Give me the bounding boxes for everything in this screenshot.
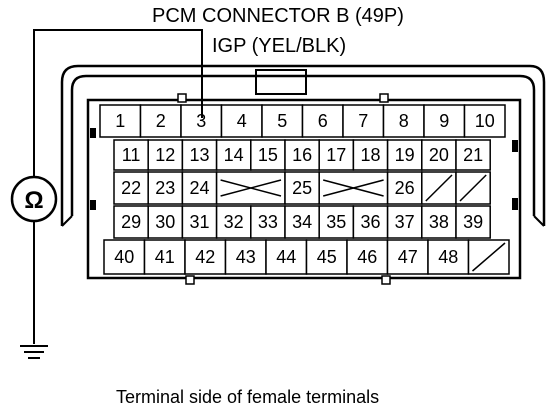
terminal-cell (455, 205, 491, 239)
terminal-number: 15 (258, 145, 278, 165)
terminal-number: 36 (360, 212, 380, 232)
terminal-cell (284, 171, 320, 205)
terminal-number: 26 (395, 178, 415, 198)
terminal-cell (143, 239, 186, 275)
terminal-cell (147, 171, 184, 205)
connector-title: PCM CONNECTOR B (49P) (152, 5, 404, 27)
terminal-cell (139, 104, 182, 138)
terminal-cell (421, 205, 457, 239)
terminal-number: 23 (155, 178, 175, 198)
terminal-cell (215, 205, 252, 239)
terminal-number: 45 (317, 247, 337, 267)
terminal-number: 17 (326, 145, 346, 165)
terminal-number: 35 (326, 212, 346, 232)
terminal-cell (463, 104, 506, 138)
terminal-number: 1 (115, 111, 125, 131)
terminal-number: 10 (475, 111, 495, 131)
terminal-number: 46 (357, 247, 377, 267)
terminal-cell (421, 139, 457, 171)
terminal-number: 43 (236, 247, 256, 267)
terminal-number: 32 (224, 212, 244, 232)
terminal-number: 6 (318, 111, 328, 131)
terminal-cell (301, 104, 344, 138)
terminal-number: 7 (358, 111, 368, 131)
terminal-cell (181, 139, 218, 171)
terminal-cell (215, 139, 252, 171)
terminal-cell (284, 205, 320, 239)
terminal-cell (147, 205, 184, 239)
terminal-number: 41 (155, 247, 175, 267)
terminal-cell (352, 205, 389, 239)
terminal-cell (318, 139, 355, 171)
terminal-number: 22 (121, 178, 141, 198)
terminal-number: 39 (463, 212, 483, 232)
unused-terminal-cross (220, 179, 282, 197)
terminal-number: 29 (121, 212, 141, 232)
terminal-number: 24 (189, 178, 209, 198)
probe-wire (33, 29, 203, 344)
terminal-number: 8 (399, 111, 409, 131)
terminal-cell (427, 239, 470, 275)
terminal-cell (147, 139, 184, 171)
terminal-cell (181, 171, 218, 205)
terminal-cell (250, 205, 286, 239)
terminal-number: 13 (189, 145, 209, 165)
ohmmeter-icon: Ω (10, 175, 58, 223)
terminal-number: 19 (395, 145, 415, 165)
diagram-caption: Terminal side of female terminals (116, 387, 379, 407)
terminal-cell (423, 104, 466, 138)
terminal-cell (265, 239, 308, 275)
terminal-number: 48 (438, 247, 458, 267)
unused-terminal-slash (459, 174, 487, 202)
connector-face (86, 93, 522, 285)
terminal-number: 31 (189, 212, 209, 232)
unused-terminal-slash (472, 242, 506, 272)
terminal-number: 18 (360, 145, 380, 165)
terminal-number: 2 (156, 111, 166, 131)
terminal-number: 44 (276, 247, 296, 267)
terminal-cell (113, 139, 149, 171)
terminal-cell (305, 239, 348, 275)
terminal-number: 34 (292, 212, 312, 232)
wire-label: IGP (YEL/BLK) (212, 35, 346, 57)
unused-terminal-cross (323, 179, 384, 197)
terminal-number: 25 (292, 178, 312, 198)
terminal-number: 42 (195, 247, 215, 267)
connector-housing (60, 64, 546, 227)
terminal-number: 5 (277, 111, 287, 131)
ohmmeter-symbol: Ω (24, 187, 43, 214)
terminal-cell (386, 139, 423, 171)
terminal-cell (318, 171, 389, 205)
terminal-number: 40 (114, 247, 134, 267)
terminal-cell (184, 239, 227, 275)
terminal-cell (386, 171, 423, 205)
terminal-number: 33 (258, 212, 278, 232)
terminal-number: 3 (196, 111, 206, 131)
terminal-number: 11 (122, 145, 141, 165)
terminal-cell (261, 104, 304, 138)
terminal-number: 47 (398, 247, 418, 267)
ground-icon (20, 345, 48, 359)
terminal-number: 20 (429, 145, 449, 165)
terminal-cell (342, 104, 385, 138)
unused-terminal-slash (425, 174, 453, 202)
terminal-cell (455, 139, 491, 171)
terminal-number: 30 (155, 212, 175, 232)
terminal-cell (220, 104, 263, 138)
terminal-number: 21 (463, 145, 483, 165)
terminal-number: 14 (224, 145, 244, 165)
terminal-number: 9 (439, 111, 449, 131)
terminal-cell (318, 205, 355, 239)
terminal-cell (382, 104, 425, 138)
terminal-number: 37 (395, 212, 415, 232)
terminal-cell (386, 205, 423, 239)
terminal-number: 38 (429, 212, 449, 232)
terminal-number: 12 (155, 145, 175, 165)
terminal-number: 16 (292, 145, 312, 165)
terminal-number: 4 (237, 111, 247, 131)
terminal-cell (224, 239, 267, 275)
